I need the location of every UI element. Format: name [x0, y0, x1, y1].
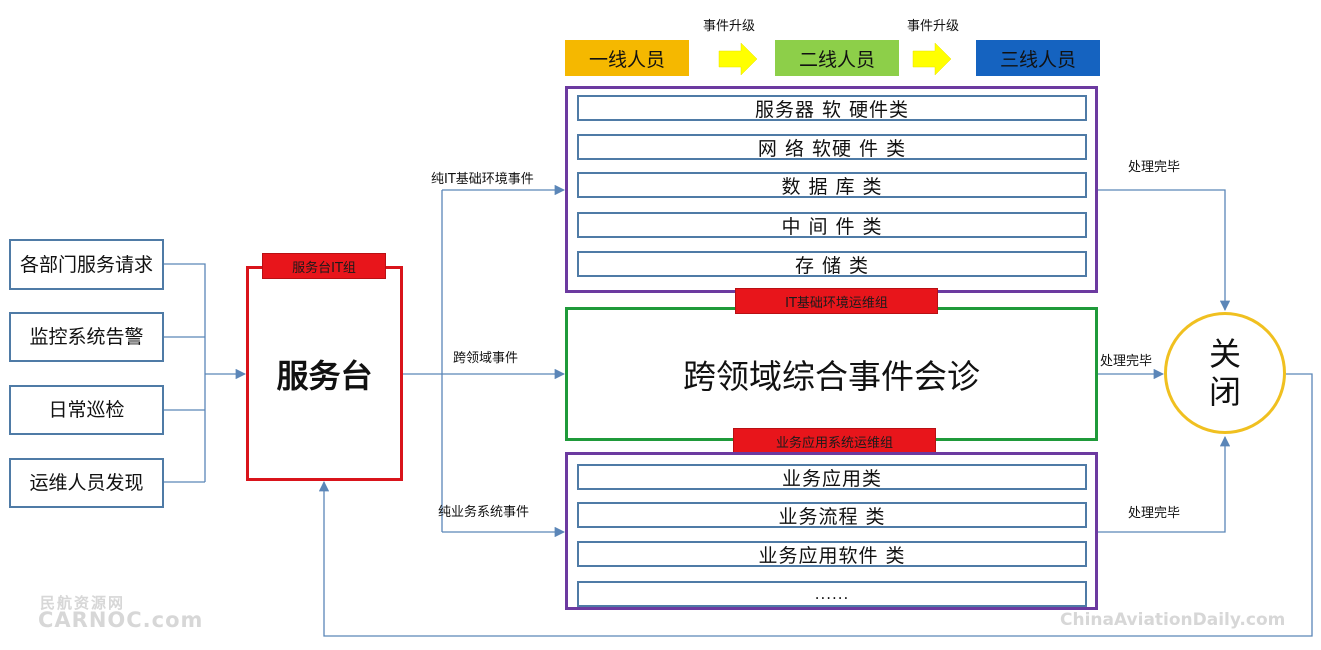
- cross-domain-title: 跨领域综合事件会诊: [683, 357, 980, 396]
- tier-first-line: 一线人员: [565, 40, 689, 76]
- app-item: ......: [577, 581, 1087, 607]
- edge-label-app: 纯业务系统事件: [438, 505, 530, 520]
- source-service-request: 各部门服务请求: [9, 239, 164, 290]
- infra-item: 服务器 软 硬件类: [577, 95, 1087, 121]
- edge-label-done-app: 处理完毕: [1128, 506, 1181, 521]
- service-desk-tag: 服务台IT组: [262, 253, 386, 279]
- tier-second-line: 二线人员: [775, 40, 899, 76]
- app-item: 业务流程 类: [577, 502, 1087, 528]
- escalate-arrow-1: [718, 42, 758, 76]
- edge-close-back-to-desk: [318, 373, 1313, 637]
- infra-item: 网 络 软硬 件 类: [577, 134, 1087, 160]
- close-text-1: 关: [1208, 335, 1241, 373]
- infra-item: 数 据 库 类: [577, 172, 1087, 198]
- cross-domain-box: 跨领域综合事件会诊: [565, 307, 1098, 441]
- service-desk-title: 服务台: [276, 356, 373, 395]
- watermark-left-en: CARNOC.com: [38, 608, 204, 632]
- source-daily-inspection: 日常巡检: [9, 385, 164, 435]
- watermark-right: ChinaAviationDaily.com: [1060, 610, 1286, 630]
- escalation-label-1: 事件升级: [703, 19, 756, 34]
- edge-label-done-cross: 处理完毕: [1100, 354, 1153, 369]
- source-ops-discovery: 运维人员发现: [9, 458, 164, 508]
- source-monitor-alert: 监控系统告警: [9, 312, 164, 362]
- edge-source-1: [164, 263, 206, 482]
- close-circle: 关 闭: [1164, 312, 1286, 434]
- service-desk-box: 服务台: [246, 266, 403, 481]
- app-item: 业务应用类: [577, 464, 1087, 490]
- app-group-tag: 业务应用系统运维组: [733, 428, 936, 454]
- escalation-label-2: 事件升级: [907, 19, 960, 34]
- edge-infra-to-close: [1097, 189, 1231, 312]
- watermark-left-cn: 民航资源网: [40, 594, 126, 612]
- escalate-arrow-2: [912, 42, 952, 76]
- infra-item: 中 间 件 类: [577, 212, 1087, 238]
- tier-third-line: 三线人员: [976, 40, 1100, 76]
- edge-label-cross: 跨领域事件: [453, 351, 519, 366]
- edge-label-infra: 纯IT基础环境事件: [431, 172, 534, 187]
- infra-group-tag: IT基础环境运维组: [735, 288, 938, 314]
- edge-app-to-close: [1097, 435, 1231, 533]
- edge-label-done-infra: 处理完毕: [1128, 160, 1181, 175]
- close-text-2: 闭: [1208, 373, 1241, 411]
- app-item: 业务应用软件 类: [577, 541, 1087, 567]
- infra-item: 存 储 类: [577, 251, 1087, 277]
